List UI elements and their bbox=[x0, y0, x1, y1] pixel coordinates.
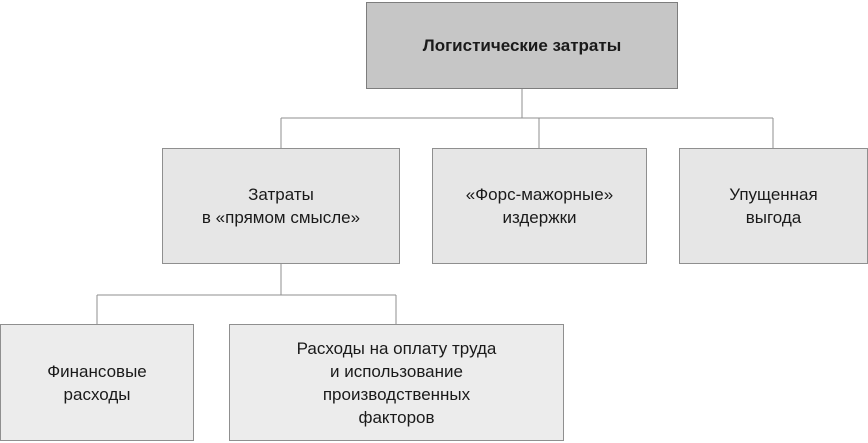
node-labor-expenses-line-4: факторов bbox=[358, 407, 435, 427]
node-financial-expenses-line-2: расходы bbox=[63, 384, 131, 404]
node-direct-costs-line-2: в «прямом смысле» bbox=[201, 208, 361, 227]
node-logistics-costs: Логистические затраты bbox=[366, 2, 678, 89]
node-force-majeure-line-2: издержки bbox=[502, 208, 577, 227]
node-labor-and-production-expenses: Расходы на оплату труда и использование … bbox=[229, 324, 564, 441]
node-lost-profit-line-1: Упущенная bbox=[729, 185, 818, 204]
node-financial-expenses-line-1: Финансовые bbox=[47, 361, 147, 381]
node-direct-costs-line-1: Затраты bbox=[248, 185, 314, 204]
node-direct-costs: Затраты в «прямом смысле» bbox=[162, 148, 400, 264]
node-force-majeure-costs: «Форс-мажорные» издержки bbox=[432, 148, 647, 264]
node-lost-profit-line-2: выгода bbox=[745, 208, 802, 227]
node-force-majeure-line-1: «Форс-мажорные» bbox=[465, 185, 614, 204]
node-labor-expenses-line-1: Расходы на оплату труда bbox=[296, 338, 497, 358]
node-lost-profit: Упущенная выгода bbox=[679, 148, 868, 264]
node-labor-expenses-line-2: и использование bbox=[330, 361, 463, 381]
node-financial-expenses: Финансовые расходы bbox=[0, 324, 194, 441]
node-logistics-costs-label: Логистические затраты bbox=[422, 36, 622, 55]
node-labor-expenses-line-3: производственных bbox=[322, 384, 471, 404]
